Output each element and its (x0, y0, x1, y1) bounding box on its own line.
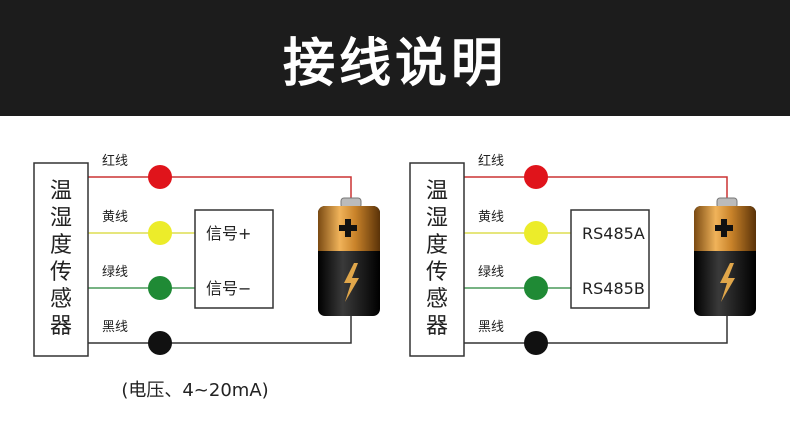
sensor-label-char: 湿 (50, 206, 72, 231)
black-wire (88, 314, 352, 344)
yellow-terminal (148, 221, 172, 245)
signal-label-1: RS485A (582, 224, 645, 243)
black-terminal (148, 331, 172, 355)
battery-icon (318, 197, 380, 316)
sensor-label-char: 度 (426, 233, 448, 258)
plus-icon (715, 219, 733, 237)
black-terminal (524, 331, 548, 355)
sensor-box (33, 162, 89, 357)
sensor-label-char: 器 (426, 314, 448, 339)
green-wire-label: 绿线 (102, 265, 128, 280)
yellow-terminal (524, 221, 548, 245)
red-wire-label: 红线 (478, 153, 504, 169)
black-wire-label: 黑线 (102, 320, 128, 335)
green-wire-label: 绿线 (478, 265, 504, 280)
lightning-icon (344, 263, 359, 302)
signal-box (570, 209, 650, 309)
sensor-box (409, 162, 465, 357)
header-bar: 接线说明 (0, 0, 790, 116)
sensor-label-char: 湿 (426, 206, 448, 231)
sensor-label-char: 度 (50, 233, 72, 258)
red-terminal (524, 165, 548, 189)
yellow-wire-label: 黄线 (478, 210, 504, 225)
sensor-label-char: 感 (50, 287, 72, 312)
red-wire (88, 176, 352, 200)
sensor-label-char: 器 (50, 314, 72, 339)
diagram-caption: (电压、4~20mA) (121, 380, 268, 401)
green-terminal (148, 276, 172, 300)
sensor-label-char: 感 (426, 287, 448, 312)
sensor-label-char: 传 (50, 260, 72, 285)
signal-label-1: 信号+ (206, 224, 251, 243)
yellow-wire-label: 黄线 (102, 210, 128, 225)
signal-label-2: 信号− (206, 279, 251, 298)
battery-icon (694, 197, 756, 316)
plus-icon (339, 219, 357, 237)
lightning-icon (720, 263, 735, 302)
red-wire-label: 红线 (102, 153, 128, 169)
signal-label-2: RS485B (582, 279, 645, 298)
sensor-label-char: 传 (426, 260, 448, 285)
red-terminal (148, 165, 172, 189)
black-wire-label: 黑线 (478, 320, 504, 335)
green-terminal (524, 276, 548, 300)
page-title: 接线说明 (282, 33, 507, 94)
sensor-label-char: 温 (426, 179, 448, 204)
red-wire (464, 176, 728, 200)
black-wire (464, 314, 728, 344)
wiring-diagrams: 温湿度传感器红线黄线绿线黑线信号+信号−(电压、4~20mA)温湿度传感器红线黄… (33, 153, 756, 401)
signal-box (194, 209, 274, 309)
sensor-label-char: 温 (50, 179, 72, 204)
